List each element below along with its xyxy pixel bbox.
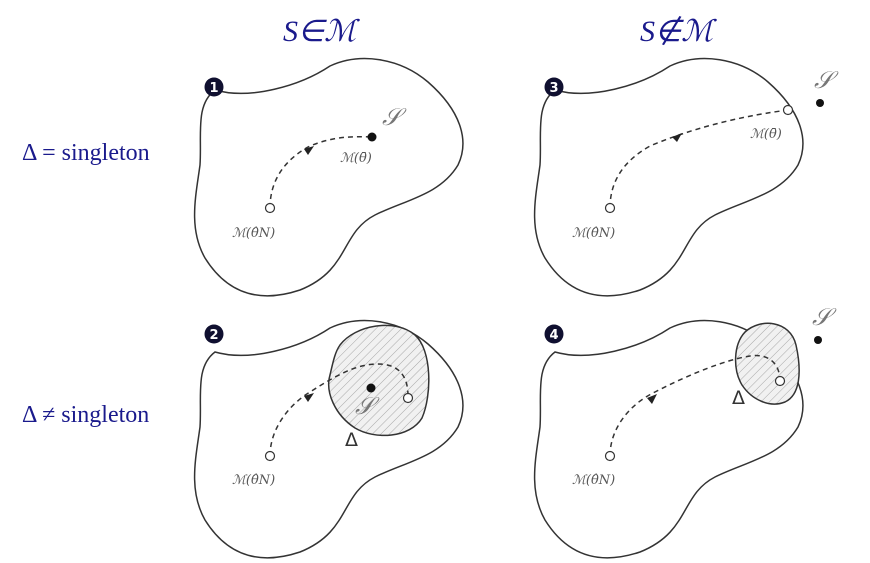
- estimate-point: [604, 450, 616, 462]
- column-header-s-not-in-m: S∉ℳ: [640, 15, 714, 48]
- delta-end-point: [402, 392, 414, 404]
- estimated-model-label: ℳ(θ̂N): [232, 226, 275, 241]
- panel-badge: [544, 77, 564, 97]
- estimated-model-label: ℳ(θ̂N): [572, 226, 615, 241]
- panel-4: 4 𝒮 Δ ℳ(θ̂N): [533, 303, 837, 559]
- path-arrow: [672, 133, 682, 142]
- system-point: [366, 383, 376, 393]
- model-set-region: [533, 57, 804, 297]
- row-label-singleton: Δ = singleton: [22, 140, 150, 166]
- delta-label: Δ: [732, 387, 745, 409]
- system-label: 𝒮: [382, 103, 407, 131]
- panel-number: 2: [209, 328, 218, 343]
- estimate-point: [264, 450, 276, 462]
- panel-3: 3 𝒮 ℳ(θ̄) ℳ(θ̂N): [533, 57, 839, 297]
- delta-end-point: [774, 375, 786, 387]
- delta-region: [328, 324, 430, 437]
- panel-1: 1 𝒮 ℳ(θ̄) ℳ(θ̂N): [193, 57, 464, 297]
- row-label-not-singleton: Δ ≠ singleton: [22, 402, 150, 428]
- projection-point: [782, 104, 794, 116]
- estimation-path: [609, 109, 789, 209]
- delta-region: [734, 322, 800, 405]
- column-header-s-in-m: S∈ℳ: [283, 15, 357, 48]
- estimate-point: [604, 202, 616, 214]
- system-label: 𝒮: [812, 303, 837, 331]
- estimated-model-label: ℳ(θ̂N): [572, 473, 615, 488]
- estimation-path: [269, 363, 409, 457]
- path-arrow: [304, 146, 314, 155]
- model-set-region: [193, 57, 464, 297]
- model-set-region: [193, 319, 464, 559]
- system-label: 𝒮: [814, 66, 839, 94]
- model-set-region: [533, 319, 804, 559]
- path-arrow: [647, 394, 657, 404]
- system-point: [367, 132, 377, 142]
- system-point: [816, 99, 824, 107]
- panel-number: 3: [549, 81, 558, 96]
- delta-label: Δ: [345, 429, 358, 451]
- estimation-path: [269, 135, 373, 209]
- true-model-label: ℳ(θ̄): [340, 151, 372, 166]
- estimate-point: [264, 202, 276, 214]
- panel-badge: [204, 77, 224, 97]
- estimated-model-label: ℳ(θ̂N): [232, 473, 275, 488]
- panel-number: 4: [549, 328, 558, 343]
- estimation-path: [609, 354, 781, 457]
- path-arrow: [304, 393, 314, 402]
- panel-badge: [204, 324, 224, 344]
- system-point: [814, 336, 822, 344]
- panel-number: 1: [209, 81, 218, 96]
- panel-2: 2 𝒮 Δ ℳ(θ̂N): [193, 319, 464, 559]
- panel-badge: [544, 324, 564, 344]
- true-model-label: ℳ(θ̄): [750, 127, 782, 142]
